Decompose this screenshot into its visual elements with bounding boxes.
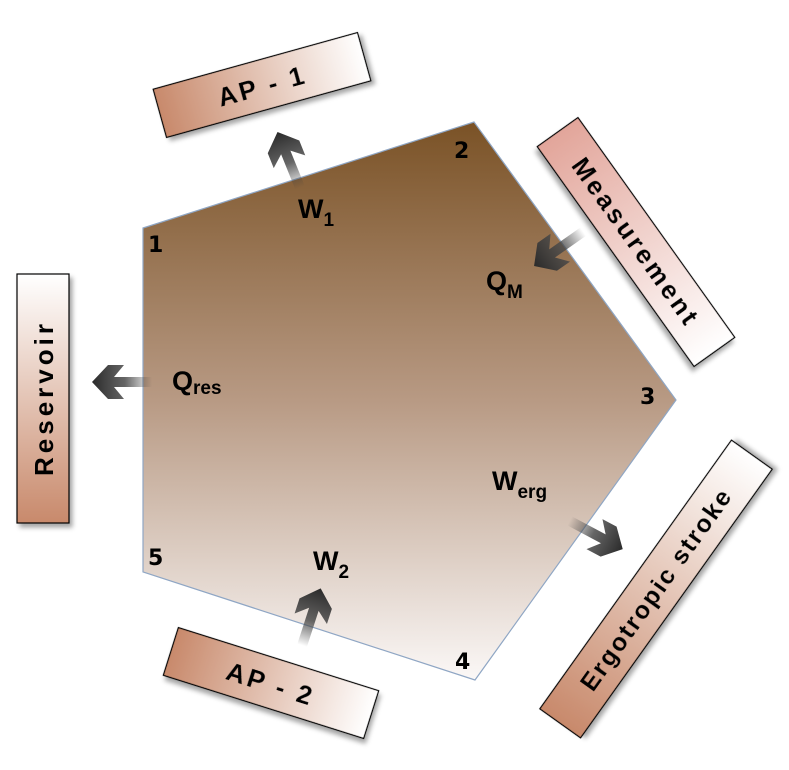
qm-arrow [534,227,587,271]
vertex-4-label: 4 [455,650,470,675]
qres-arrow [92,365,152,399]
reservoir-box: Reservoir [16,273,70,524]
w1-symbol: W1 [298,194,334,231]
w1-arrow [267,132,306,190]
qm-symbol: QM [486,266,523,303]
vertex-5-label: 5 [148,546,163,571]
w2-arrow [294,588,332,647]
vertex-2-label: 2 [454,139,469,164]
ap2-box: AP - 2 [162,626,380,740]
ergotropic-label: Ergotropic stroke [575,483,739,697]
werg-arrow [567,516,623,557]
qres-symbol: Qres [172,366,222,399]
reservoir-label: Reservoir [29,320,59,476]
vertex-1-label: 1 [148,233,163,258]
ap1-box: AP - 1 [152,31,372,139]
werg-symbol: Werg [492,466,547,503]
w2-symbol: W2 [313,546,349,583]
vertex-3-label: 3 [640,385,655,410]
